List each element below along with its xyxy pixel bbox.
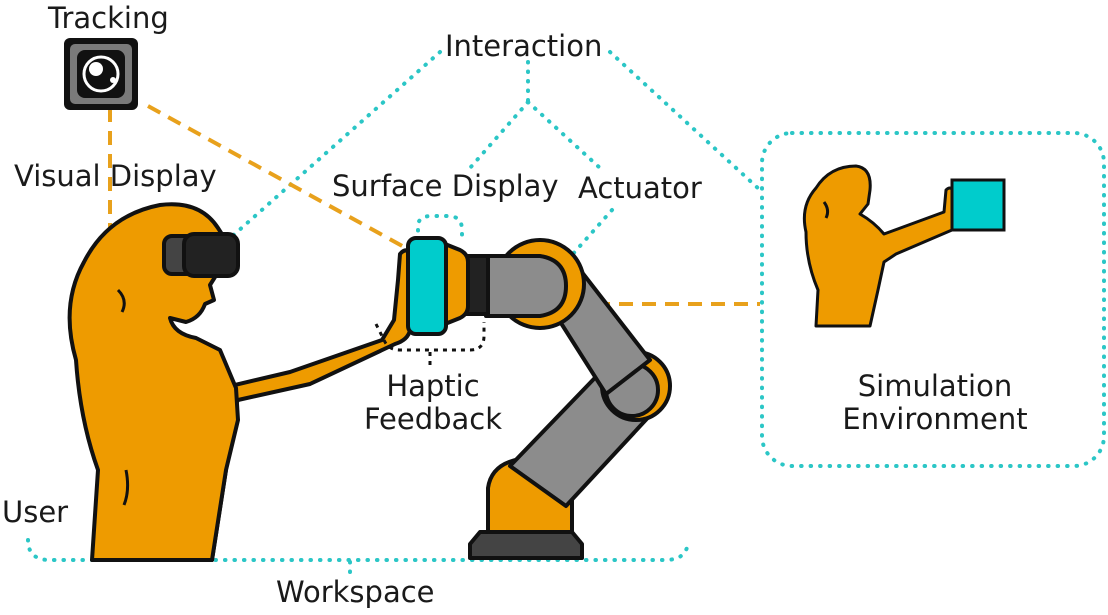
surface-display-label: Surface Display bbox=[332, 169, 559, 203]
actuator-pointer-line bbox=[570, 208, 614, 257]
tracking-connectors bbox=[108, 104, 760, 306]
workspace-bracket bbox=[26, 538, 690, 562]
interaction-connectors bbox=[26, 50, 1106, 574]
haptic-feedback-bracket bbox=[374, 322, 486, 366]
simulation-environment-label: Simulation Environment bbox=[820, 369, 1050, 437]
virtual-user-figure-icon bbox=[802, 164, 955, 328]
virtual-cube-icon bbox=[950, 178, 1006, 232]
interaction-to-actuator-line bbox=[526, 100, 602, 170]
surface-display-icon bbox=[406, 236, 448, 336]
haptic-feedback-line-2: Feedback bbox=[363, 402, 503, 437]
workspace-label: Workspace bbox=[276, 575, 435, 609]
robot-base-plate bbox=[468, 530, 584, 560]
surface-display-bracket bbox=[416, 214, 464, 242]
tracking-to-surface-line bbox=[147, 104, 407, 250]
robot-shoulder-housing bbox=[484, 254, 568, 318]
interaction-label: Interaction bbox=[445, 29, 603, 63]
simulation-environment-line-1: Simulation bbox=[857, 369, 1013, 403]
interaction-to-simulation-line bbox=[608, 50, 762, 192]
vr-headset-icon bbox=[162, 232, 240, 278]
actuator-label: Actuator bbox=[578, 171, 702, 205]
interaction-to-surface-display-line bbox=[468, 100, 530, 170]
haptic-feedback-line-1: Haptic bbox=[386, 369, 480, 403]
simulation-environment-box bbox=[760, 131, 1106, 468]
interaction-to-visual-display-line bbox=[226, 50, 442, 242]
tracking-label: Tracking bbox=[48, 1, 169, 35]
visual-display-label: Visual Display bbox=[14, 159, 217, 193]
robot-arm-icon bbox=[438, 238, 672, 560]
haptic-feedback-label: Haptic Feedback bbox=[358, 369, 508, 437]
tracking-camera-icon bbox=[64, 38, 138, 110]
user-label: User bbox=[2, 495, 69, 529]
simulation-environment-line-2: Environment bbox=[842, 402, 1028, 437]
